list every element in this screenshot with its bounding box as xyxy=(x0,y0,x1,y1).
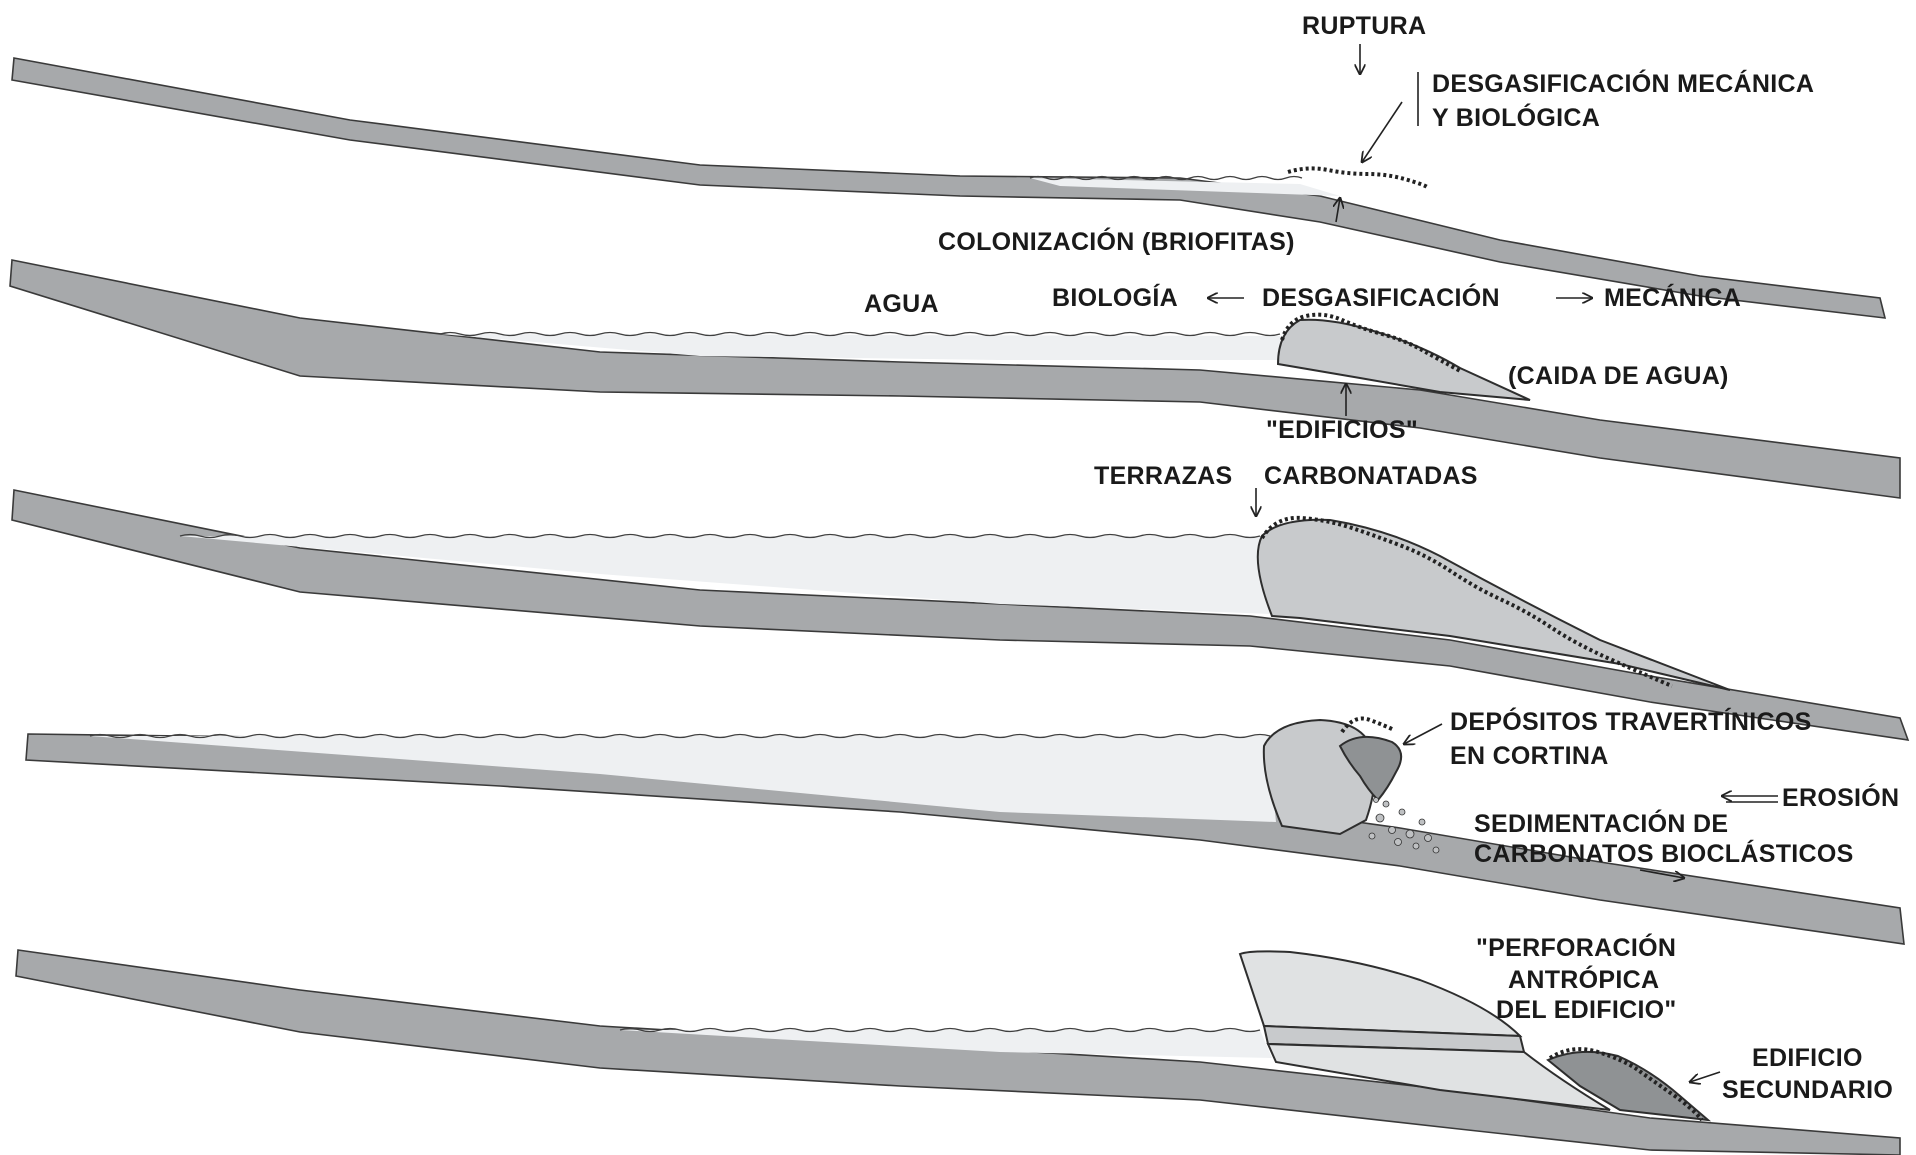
label-terrazas: TERRAZAS xyxy=(1094,462,1233,490)
panel-2-degassing-stage: AGUA BIOLOGÍA DESGASIFICACIÓN MECÁNICA (… xyxy=(10,260,1900,498)
panel-3-carbonate-terraces-stage: TERRAZAS CARBONATADAS xyxy=(12,462,1908,740)
label-edificio-line2: SECUNDARIO xyxy=(1722,1076,1893,1104)
label-desgasificacion: DESGASIFICACIÓN xyxy=(1262,282,1500,312)
bryophyte-colonization xyxy=(1288,168,1428,188)
label-caida-de-agua: (CAIDA DE AGUA) xyxy=(1508,362,1729,390)
label-sedimentacion-line1: SEDIMENTACIÓN DE xyxy=(1474,808,1728,838)
panel-4-curtain-deposits-stage: DEPÓSITOS TRAVERTÍNICOS EN CORTINA EROSI… xyxy=(26,706,1904,944)
label-perforacion-line2: ANTRÓPICA xyxy=(1508,964,1659,994)
panel-1-rupture-stage: RUPTURA DESGASIFICACIÓN MECÁNICA Y BIOLÓ… xyxy=(12,12,1885,318)
label-carbonatadas: CARBONATADAS xyxy=(1264,462,1478,490)
label-colonizacion: COLONIZACIÓN (BRIOFITAS) xyxy=(938,226,1295,256)
label-erosion: EROSIÓN xyxy=(1782,782,1899,812)
label-desgasificacion-line1: DESGASIFICACIÓN MECÁNICA xyxy=(1432,68,1814,98)
water-pool xyxy=(90,736,1276,822)
label-sedimentacion-line2: CARBONATOS BIOCLÁSTICOS xyxy=(1474,839,1854,868)
label-depositos-line1: DEPÓSITOS TRAVERTÍNICOS xyxy=(1450,706,1812,736)
label-biologia: BIOLOGÍA xyxy=(1052,283,1178,312)
label-depositos-line2: EN CORTINA xyxy=(1450,742,1609,770)
label-agua: AGUA xyxy=(864,290,939,318)
edificio-upper-part xyxy=(1240,951,1520,1036)
label-ruptura: RUPTURA xyxy=(1302,12,1426,40)
ground-layer xyxy=(12,490,1908,740)
desgasificacion-arrow xyxy=(1362,102,1402,162)
label-mecanica: MECÁNICA xyxy=(1604,283,1741,312)
label-edificios: "EDIFICIOS" xyxy=(1266,416,1418,444)
depositos-arrow xyxy=(1404,724,1442,744)
label-perforacion-line3: DEL EDIFICIO" xyxy=(1496,996,1677,1024)
edificio-secundario-arrow xyxy=(1690,1072,1720,1082)
label-desgasificacion-line2: Y BIOLÓGICA xyxy=(1432,102,1600,132)
label-perforacion-line1: "PERFORACIÓN xyxy=(1476,932,1676,962)
panel-5-anthropic-perforation-stage: "PERFORACIÓN ANTRÓPICA DEL EDIFICIO" EDI… xyxy=(16,932,1900,1155)
label-edificio-line1: EDIFICIO xyxy=(1752,1044,1863,1072)
